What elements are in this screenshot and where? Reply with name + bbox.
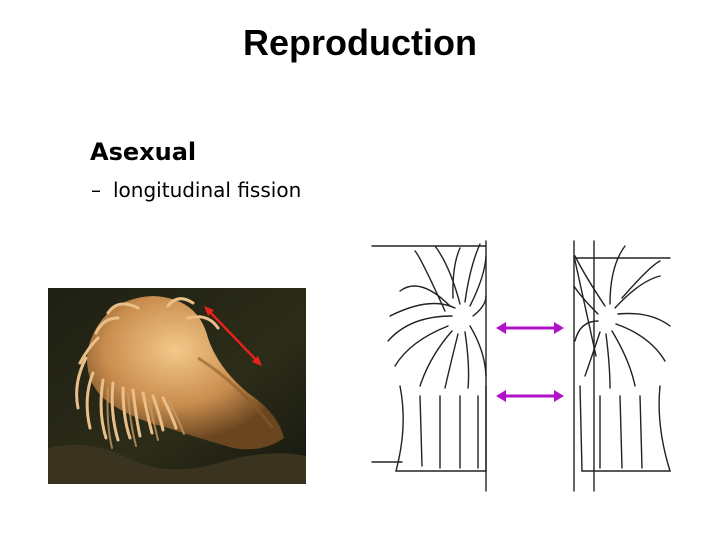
bullet-asexual: Asexual [90, 138, 197, 166]
sea-anemone-photo [48, 288, 306, 484]
fission-illustration [371, 240, 671, 492]
bullet-dash: – [91, 178, 101, 202]
bullet-longitudinal-fission: – longitudinal fission [91, 178, 301, 202]
bullet-text: longitudinal fission [113, 178, 302, 202]
slide-title: Reproduction [243, 22, 477, 63]
